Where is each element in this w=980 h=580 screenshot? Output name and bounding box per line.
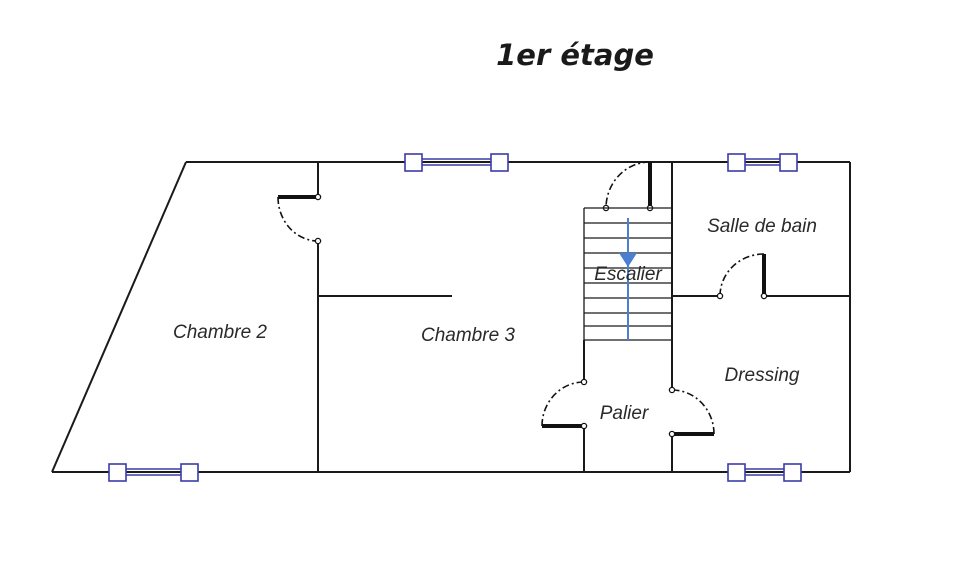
- window-bottom-dressing: [727, 463, 802, 482]
- window-top-bathroom: [727, 153, 798, 172]
- room-label-salle-de-bain: Salle de bain: [707, 216, 817, 237]
- interior-walls: [317, 162, 851, 472]
- door-hinge: [314, 193, 322, 201]
- window-frame: [727, 153, 746, 172]
- slanted-wall-left: [51, 161, 187, 473]
- door-chambre3: [541, 378, 588, 430]
- door-chambre2: [277, 193, 322, 245]
- window-top-chambre3: [404, 153, 509, 172]
- window-frame: [727, 463, 746, 482]
- door-hinge: [716, 292, 724, 300]
- door-salle-de-bain: [716, 253, 768, 300]
- door-hinge: [760, 292, 768, 300]
- floor-title: 1er étage: [496, 38, 654, 72]
- outer-walls: [51, 161, 851, 473]
- door-hinge: [580, 422, 588, 430]
- window-frame: [108, 463, 127, 482]
- door-dressing: [668, 386, 715, 438]
- door-swing-arc: [605, 161, 651, 209]
- window-frame: [404, 153, 423, 172]
- door-hinge: [580, 378, 588, 386]
- door-swing-arc: [277, 196, 319, 242]
- door-hinge: [668, 386, 676, 394]
- room-label-escalier: Escalier: [594, 264, 662, 285]
- stair-arrow-icon: [619, 253, 637, 267]
- room-label-chambre2: Chambre 2: [173, 322, 267, 343]
- room-label-chambre3: Chambre 3: [421, 325, 515, 346]
- window-frame: [180, 463, 199, 482]
- staircase: [583, 207, 673, 341]
- door-stair-top: [602, 161, 654, 212]
- window-frame: [783, 463, 802, 482]
- room-label-dressing: Dressing: [725, 365, 800, 386]
- room-label-palier: Palier: [600, 403, 649, 424]
- window-frame: [490, 153, 509, 172]
- window-bottom-chambre2: [108, 463, 199, 482]
- door-swing-arc: [541, 381, 585, 427]
- door-hinge: [668, 430, 676, 438]
- door-swing-arc: [719, 253, 765, 297]
- window-frame: [779, 153, 798, 172]
- door-hinge: [314, 237, 322, 245]
- door-swing-arc: [671, 389, 715, 435]
